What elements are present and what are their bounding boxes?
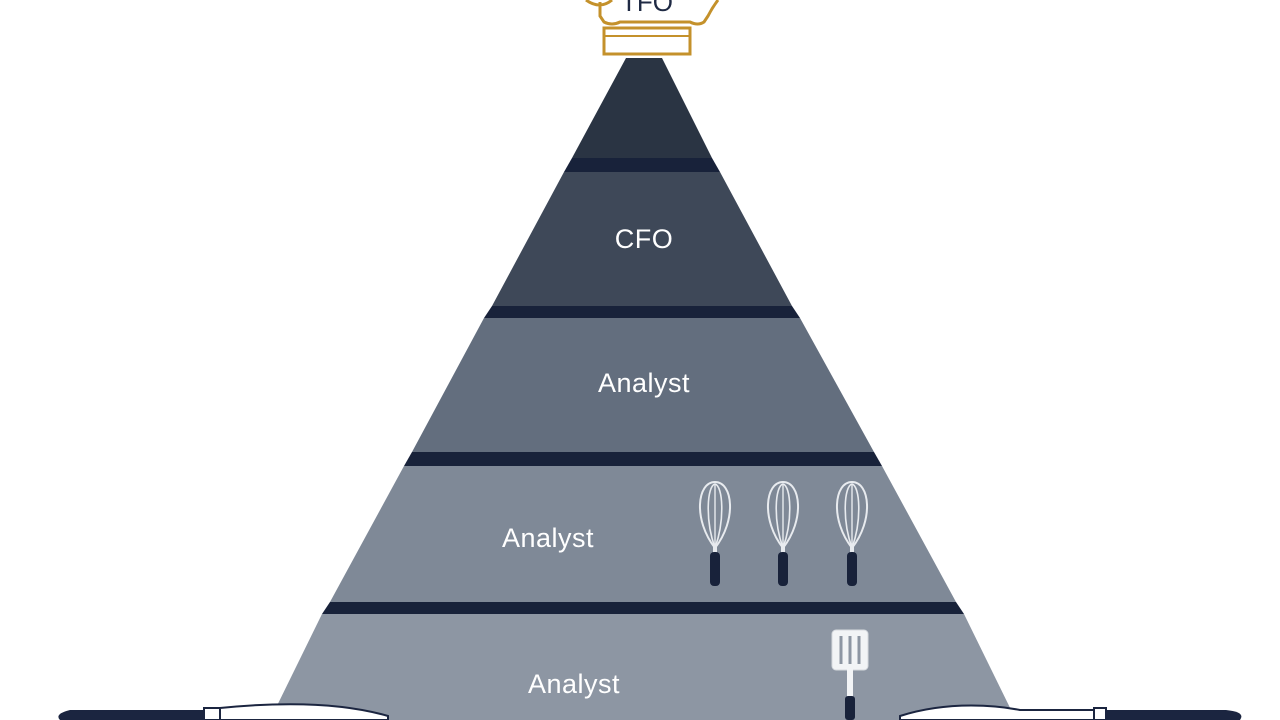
tier-separator-3 (404, 452, 882, 466)
tier-label-cfo: CFO (615, 224, 674, 254)
spatula-icon (831, 629, 869, 720)
tier-label-analyst-1: Analyst (598, 368, 690, 398)
whisk-icon (767, 480, 799, 586)
pyramid-tier-4 (330, 466, 956, 602)
tier-separator-2 (484, 306, 800, 318)
hat-label: TFO (621, 0, 673, 17)
pyramid-tier-1 (572, 58, 712, 158)
pyramid-tier-2 (492, 172, 792, 306)
whisk-icon (836, 480, 868, 586)
pyramid-tier-3 (412, 318, 874, 452)
whisk-icon (699, 480, 731, 586)
cutting-board (58, 703, 1242, 720)
tier-label-analyst-3: Analyst (528, 669, 620, 699)
pyramid-tier-5 (270, 614, 1016, 720)
tier-separator-4 (322, 602, 964, 614)
chef-hat-icon: TFO (585, 0, 720, 56)
tier-separator-1 (564, 158, 720, 172)
tier-label-analyst-2: Analyst (502, 523, 594, 553)
